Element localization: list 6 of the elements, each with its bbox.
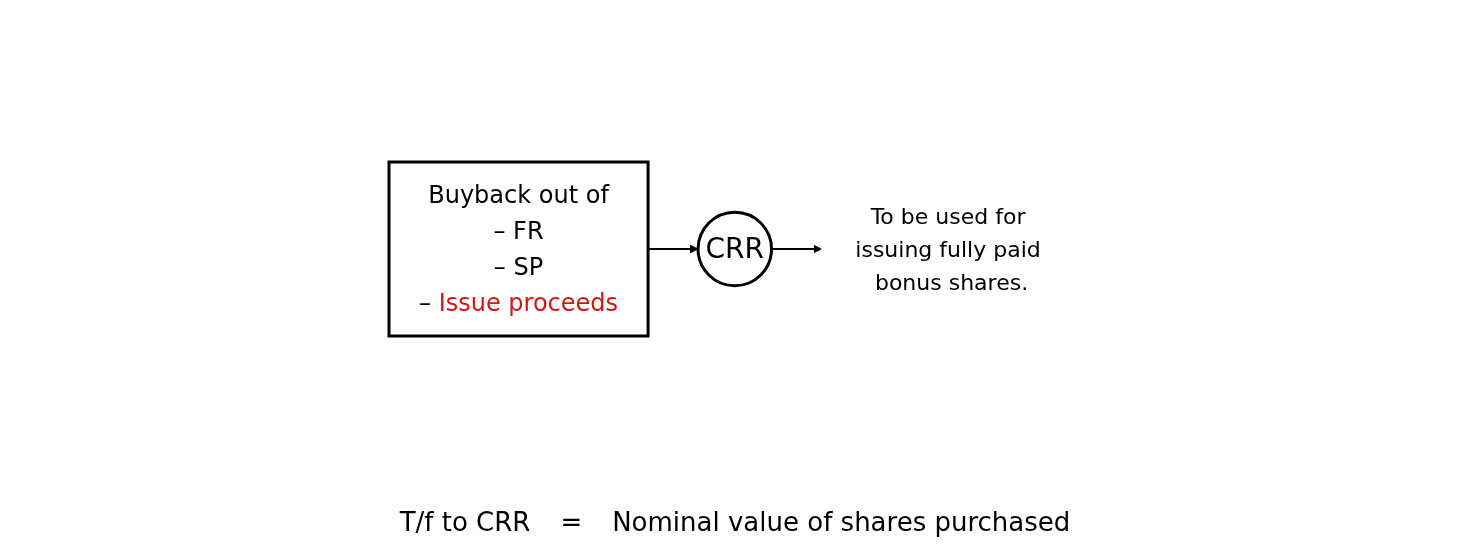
note-text: T/f to CRR [399,507,531,537]
node-circle: CRR [696,210,773,287]
note-text: Nominal value of shares purchased [612,507,1071,537]
node-text: To be used for issuing fully paid bonus shares. [855,203,1041,294]
node-box: Buyback out of – FR – SP – Issue proceeds [387,160,650,337]
note-text: = [560,507,583,537]
